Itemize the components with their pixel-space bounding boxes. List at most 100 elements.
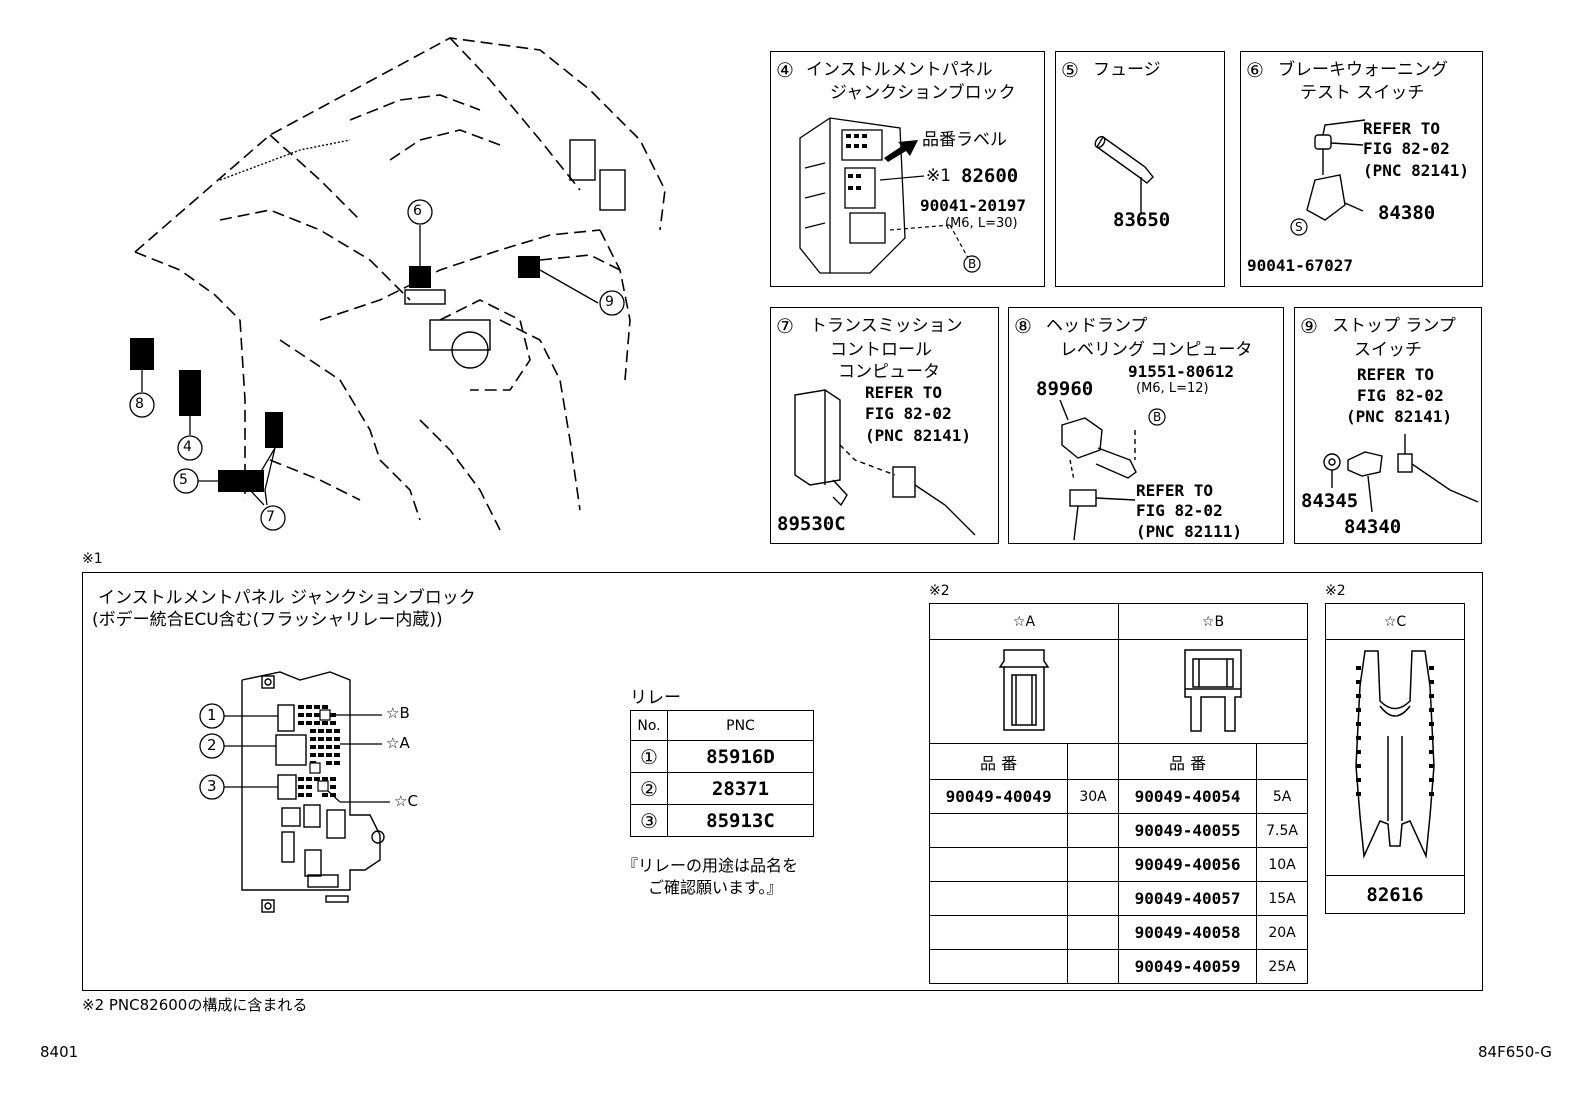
fuse-b-amp: 25A bbox=[1256, 949, 1308, 984]
jb-label-star-b: ☆B bbox=[386, 704, 410, 722]
transmission-computer-drawing bbox=[794, 389, 976, 536]
callout-4-ref-mark: ※1 bbox=[926, 166, 952, 186]
fuse-b-part: 90049-40054 bbox=[1117, 779, 1258, 814]
callout-9-refer-1: REFER TO bbox=[1357, 365, 1435, 384]
relay-row: ① 85916D bbox=[630, 740, 814, 773]
callout-4-title-2: ジャンクションブロック bbox=[830, 83, 1016, 103]
callout-4-hinban-label: 品番ラベル bbox=[922, 130, 1007, 150]
callout-7-title-1: トランスミッション bbox=[810, 316, 963, 336]
stop-lamp-switch-drawing bbox=[1323, 434, 1479, 513]
callout-8-refer-3: (PNC 82111) bbox=[1136, 522, 1242, 541]
jb-label-2: 2 bbox=[207, 736, 217, 754]
fuse-a-amp-head bbox=[1067, 743, 1119, 780]
callout-6-number: ⑥ bbox=[1246, 58, 1264, 82]
callout-4-circle-b: B bbox=[968, 257, 977, 271]
fuse-b-hinban: 品 番 bbox=[1117, 743, 1258, 780]
callout-7-number: ⑦ bbox=[776, 314, 794, 338]
headlamp-computer-drawing bbox=[1059, 399, 1137, 541]
callout-9-box bbox=[1294, 307, 1482, 544]
clip-illustration-cell bbox=[1325, 639, 1465, 876]
relay-note-1: 『リレーの用途は品名を bbox=[622, 856, 799, 875]
fuse-col-star-a: ☆A bbox=[929, 603, 1119, 640]
page-number-left: 8401 bbox=[40, 1043, 79, 1061]
instrument-panel-drawing bbox=[129, 37, 666, 531]
relay-heading: リレー bbox=[630, 688, 681, 708]
callout-8-number: ⑧ bbox=[1014, 314, 1032, 338]
callout-4-title-1: インストルメントパネル bbox=[806, 60, 993, 80]
callout-7-part-number: 89530C bbox=[777, 513, 846, 535]
brake-switch-drawing bbox=[1306, 119, 1366, 221]
jb-label-1: 1 bbox=[207, 706, 217, 724]
callout-6-refer-2: FIG 82-02 bbox=[1363, 139, 1450, 158]
callout-6-box bbox=[1240, 51, 1483, 287]
callout-6-title-2: テスト スイッチ bbox=[1300, 83, 1425, 103]
callout-4-bolt-spec: (M6, L=30) bbox=[945, 216, 1018, 231]
fuse-a-illustration-cell bbox=[929, 639, 1119, 744]
table-row: 90049-40057 15A bbox=[928, 881, 1308, 916]
clip-table: ☆C 82616 bbox=[1325, 603, 1465, 914]
callout-4-leaders bbox=[879, 175, 969, 259]
callout-9-title-2: スイッチ bbox=[1354, 340, 1422, 360]
fuse-b-part: 90049-40059 bbox=[1117, 949, 1258, 984]
callout-6-refer-1: REFER TO bbox=[1363, 119, 1441, 138]
clip-table-mark: ※2 bbox=[1325, 583, 1346, 599]
relay-row-no: ② bbox=[630, 772, 668, 805]
table-row: 90049-40058 20A bbox=[928, 915, 1308, 950]
relay-row: ③ 85913C bbox=[630, 804, 814, 837]
callout-5-part-number: 83650 bbox=[1113, 209, 1171, 231]
callout-9-title-1: ストップ ランプ bbox=[1332, 316, 1456, 336]
fuse-b-amp: 20A bbox=[1256, 915, 1308, 950]
relay-row-pnc: 85916D bbox=[667, 740, 814, 773]
callout-4-bolt: 90041-20197 bbox=[920, 196, 1026, 215]
note1-title: インストルメントパネル ジャンクションブロック bbox=[98, 588, 476, 608]
callout-8-title-2: レベリング コンピュータ bbox=[1060, 340, 1253, 360]
callout-7-refer-3: (PNC 82141) bbox=[865, 426, 971, 445]
callout-9-part-a: 84345 bbox=[1301, 490, 1359, 512]
table-row: 90049-40056 10A bbox=[928, 847, 1308, 882]
callout-8-box bbox=[1008, 307, 1284, 544]
fuse-b-part: 90049-40056 bbox=[1117, 847, 1258, 882]
relay-row-pnc: 85913C bbox=[667, 804, 814, 837]
callout-9-refer-2: FIG 82-02 bbox=[1357, 386, 1444, 405]
clip-icon bbox=[1355, 649, 1435, 859]
fuse-b-part: 90049-40055 bbox=[1117, 813, 1258, 848]
jb-label-star-a: ☆A bbox=[386, 734, 410, 752]
fuse-a-amp: 30A bbox=[1067, 779, 1119, 814]
relay-row-pnc: 28371 bbox=[667, 772, 814, 805]
overview-num-8: 8 bbox=[135, 396, 144, 412]
fuse-a-icon bbox=[998, 648, 1050, 731]
table-row: 90049-40049 30A 90049-40054 5A bbox=[928, 779, 1308, 814]
relay-table: No. PNC ① 85916D ② 28371 ③ 85913C bbox=[630, 710, 814, 837]
callout-5-box bbox=[1055, 51, 1225, 287]
clip-col-star-c: ☆C bbox=[1325, 603, 1465, 640]
relay-row-no: ① bbox=[630, 740, 668, 773]
overview-drawing: ⑥ bbox=[120, 20, 680, 540]
callout-4-box bbox=[770, 51, 1045, 287]
callout-9-refer-3: (PNC 82141) bbox=[1346, 407, 1452, 426]
callout-8-part-number: 89960 bbox=[1036, 378, 1094, 400]
footnote: ※2 PNC82600の構成に含まれる bbox=[82, 996, 308, 1014]
callout-7-title-2: コントロール bbox=[830, 340, 932, 360]
fuse-a-part: 90049-40049 bbox=[928, 779, 1069, 814]
junction-block-drawing bbox=[799, 117, 906, 274]
callout-8-refer-2: FIG 82-02 bbox=[1136, 501, 1223, 520]
callout-8-bolt-spec: (M6, L=12) bbox=[1136, 381, 1209, 396]
jb-label-star-c: ☆C bbox=[394, 792, 418, 810]
junction-block-layout-drawing bbox=[199, 671, 390, 913]
overview-num-6: 6 bbox=[413, 203, 422, 219]
note1-mark: ※1 bbox=[82, 551, 103, 567]
jb-label-3: 3 bbox=[207, 777, 217, 795]
callout-6-refer-3: (PNC 82141) bbox=[1363, 161, 1469, 180]
fuse-drawing bbox=[1094, 135, 1154, 213]
callout-6-title-1: ブレーキウォーニング bbox=[1278, 60, 1448, 80]
callout-5-number: ⑤ bbox=[1061, 58, 1079, 82]
callout-8-bolt: 91551-80612 bbox=[1128, 362, 1234, 381]
callout-7-title-3: コンピュータ bbox=[838, 362, 940, 382]
page-number-right: 84F650-G bbox=[1478, 1043, 1552, 1061]
table-row: 90049-40059 25A bbox=[928, 949, 1308, 984]
callout-6-screw: 90041-67027 bbox=[1247, 256, 1353, 275]
callout-5-title: フュージ bbox=[1093, 60, 1161, 80]
note1-box bbox=[82, 572, 1483, 991]
fuse-table-mark: ※2 bbox=[929, 583, 950, 599]
callout-7-refer-1: REFER TO bbox=[865, 383, 943, 402]
